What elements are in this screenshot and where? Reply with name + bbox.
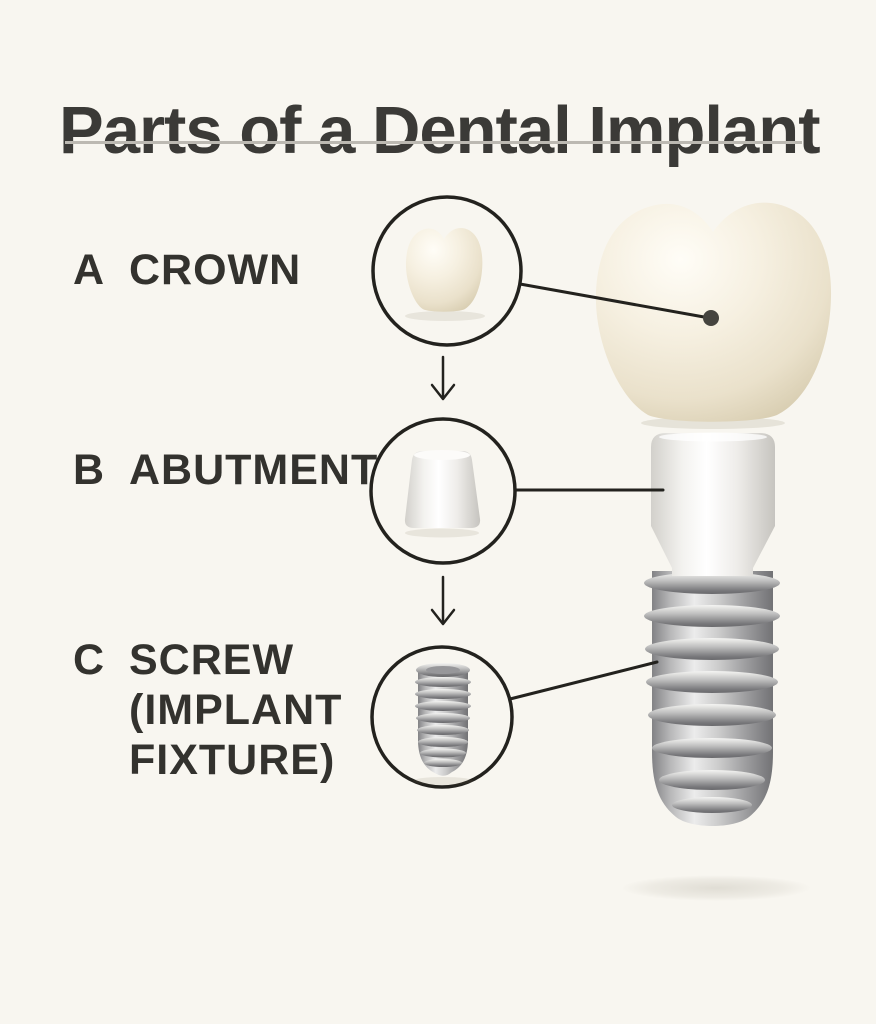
crown-thumbnail: [405, 228, 485, 321]
part-letter: B: [73, 446, 106, 494]
part-label-crown: A CROWN: [73, 245, 301, 295]
part-label-screw: C SCREW (IMPLANT FIXTURE): [73, 635, 347, 785]
part-label-abutment: B ABUTMENT: [73, 445, 378, 495]
part-name: ABUTMENT: [129, 446, 379, 494]
part-name: SCREW (IMPLANT FIXTURE): [129, 636, 343, 784]
leader-line-screw: [508, 660, 659, 701]
magnifier-crown: [371, 195, 523, 347]
abutment-illustration: [651, 432, 775, 576]
magnifier-screw: [370, 645, 514, 789]
leader-line-crown: [518, 282, 719, 326]
implant-ground-shadow: [621, 875, 811, 901]
magnifier-abutment: [369, 417, 517, 565]
crown-illustration: [595, 202, 832, 429]
part-name: CROWN: [129, 246, 302, 294]
down-arrow-icon: [430, 355, 456, 401]
implant-illustration: [595, 202, 832, 826]
title-underline: [65, 141, 802, 144]
abutment-thumbnail: [404, 450, 481, 538]
part-letter: C: [73, 636, 106, 684]
down-arrow-icon: [430, 575, 456, 626]
screw-thumbnail: [413, 663, 473, 785]
pointer-dot: [703, 310, 719, 326]
page-title: Parts of a Dental Implant: [59, 92, 821, 168]
part-letter: A: [73, 246, 106, 294]
screw-illustration: [644, 571, 780, 826]
